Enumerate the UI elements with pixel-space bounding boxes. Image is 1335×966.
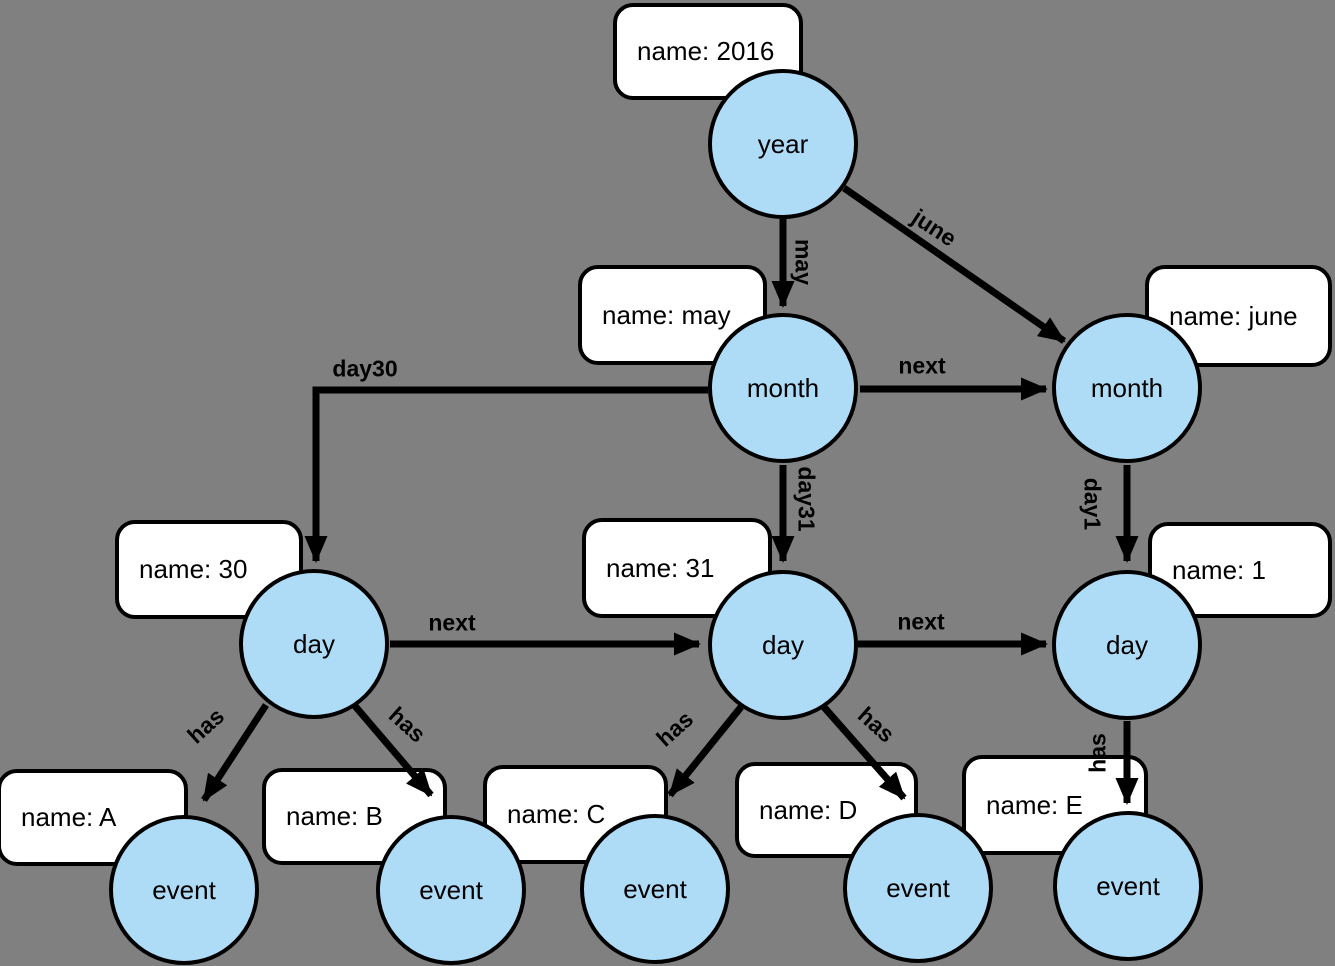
property-text: name: june [1169, 300, 1298, 331]
property-text: name: E [986, 789, 1083, 820]
property-text: name: 30 [139, 554, 248, 584]
property-text: name: D [759, 794, 858, 825]
node-event-e: event [1053, 811, 1203, 961]
property-text: name: 2016 [637, 36, 775, 66]
edge-label-next-day-2: next [897, 608, 945, 635]
edge-month-may-to-day-30 [304, 386, 708, 563]
node-event-d: event [843, 813, 993, 963]
edge-label-day1: day1 [1079, 477, 1106, 531]
node-label: day [762, 629, 804, 660]
node-month-june: month [1052, 313, 1202, 463]
property-box-event-c: name: C [483, 765, 668, 864]
edge-label-day31: day31 [793, 466, 820, 532]
edge-label-may: may [790, 238, 817, 286]
node-month-may: month [708, 313, 858, 463]
edge-year-to-month-june [842, 185, 1066, 344]
node-label: month [746, 372, 820, 403]
edge-label-next-month: next [898, 352, 946, 379]
edge-label-day30: day30 [332, 355, 398, 382]
property-text: name: 31 [606, 552, 715, 583]
edge-day-30-to-event-b [352, 703, 434, 798]
property-text: name: A [21, 802, 117, 832]
property-text: name: C [507, 799, 606, 829]
property-text: name: may [602, 299, 731, 330]
node-label: year [757, 128, 809, 159]
edge-label-next-day-1: next [428, 609, 476, 636]
edge-day-31-to-event-d [820, 703, 907, 801]
node-day-1: day [1052, 570, 1202, 720]
node-label: event [623, 873, 687, 904]
node-label: day [293, 628, 335, 659]
property-box-year: name: 2016 [613, 3, 803, 100]
node-event-a: event [109, 815, 259, 965]
edge-day-30-to-event-a [201, 703, 269, 802]
node-event-b: event [376, 815, 526, 965]
node-label: event [1096, 870, 1160, 901]
property-text: name: B [286, 801, 383, 831]
edge-day-31-to-event-c [667, 704, 744, 798]
node-label: event [152, 874, 216, 905]
node-day-31: day [708, 570, 858, 720]
node-label: event [419, 874, 483, 905]
node-label: event [886, 872, 950, 903]
property-text: name: 1 [1172, 554, 1266, 585]
node-label: month [1090, 372, 1164, 403]
edge-label-has-e: has [1084, 733, 1111, 773]
node-event-c: event [580, 814, 730, 964]
node-year: year [708, 69, 858, 219]
node-label: day [1106, 629, 1148, 660]
node-day-30: day [239, 569, 389, 719]
